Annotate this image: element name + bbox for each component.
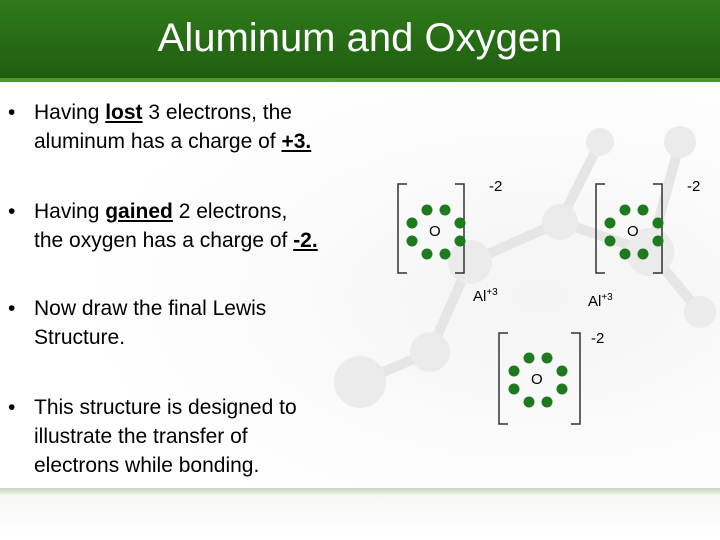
bullet-glyph: • <box>8 200 16 223</box>
footer-area <box>0 494 720 540</box>
aluminum-ion-2: Al+3 <box>588 292 613 310</box>
electron-dot <box>619 204 631 216</box>
electron-dot <box>421 248 433 260</box>
bullet-text-part: 3 electrons, the <box>142 101 292 124</box>
electron-dot <box>541 396 553 408</box>
bullet-glyph: • <box>8 297 16 320</box>
electron-dot <box>637 248 649 260</box>
electron-dot <box>637 204 649 216</box>
title-underline <box>0 78 720 82</box>
electron-dot <box>652 235 664 247</box>
electron-dot <box>604 217 616 229</box>
oxygen-ion-2-brackets <box>595 183 663 274</box>
slide-title: Aluminum and Oxygen <box>157 16 563 60</box>
bullet-text: Having gained 2 electrons, the oxygen ha… <box>34 197 318 255</box>
electron-dot <box>652 217 664 229</box>
electron-dot <box>421 204 433 216</box>
bullet-text-part: illustrate the transfer of <box>34 425 248 448</box>
bullet-text: Now draw the final Lewis Structure. <box>34 294 266 352</box>
title-bar <box>0 0 720 78</box>
bullet-text-part: Having <box>34 101 106 124</box>
bullet-text-part: Having <box>34 200 106 223</box>
electron-dot <box>556 365 568 377</box>
bullet-emphasis: lost <box>105 101 143 124</box>
bullet-text-part: 2 electrons, <box>172 200 288 223</box>
electron-dot <box>454 235 466 247</box>
oxygen-ion-1-brackets <box>397 183 465 274</box>
aluminum-ion-1: Al+3 <box>473 287 498 305</box>
bullet-glyph: • <box>8 101 16 124</box>
electron-dot <box>439 204 451 216</box>
oxygen-charge-1: -2 <box>489 178 503 195</box>
bullet-text: Having lost 3 electrons, the aluminum ha… <box>34 98 311 156</box>
electron-dot <box>556 383 568 395</box>
oxygen-symbol-2: O <box>627 223 639 240</box>
oxygen-charge-2: -2 <box>687 178 701 195</box>
electron-dot <box>454 217 466 229</box>
footer-band <box>0 488 720 494</box>
electron-dot <box>604 235 616 247</box>
electron-dot <box>541 352 553 364</box>
bullet-glyph: • <box>8 396 16 419</box>
electron-dot <box>406 217 418 229</box>
bullet-text-part: This structure is designed to <box>34 396 297 419</box>
aluminum-symbol-2: Al <box>588 293 602 310</box>
bullet-text-part: aluminum has a charge of <box>34 130 282 153</box>
electron-dot <box>523 352 535 364</box>
bullet-emphasis: gained <box>105 200 173 223</box>
bullet-charge: -2. <box>293 229 318 252</box>
electron-dot <box>406 235 418 247</box>
aluminum-charge-2: +3 <box>601 292 613 303</box>
oxygen-symbol-3: O <box>531 371 543 388</box>
oxygen-ion-3-electrons <box>508 352 568 408</box>
oxygen-ion-3-brackets <box>498 332 581 425</box>
bullet-text-part: the oxygen has a charge of <box>34 229 294 252</box>
electron-dot <box>619 248 631 260</box>
aluminum-symbol-1: Al <box>473 288 487 305</box>
bullet-charge: +3. <box>281 130 312 153</box>
oxygen-ion-1-electrons <box>406 204 466 260</box>
electron-dot <box>508 365 520 377</box>
bullet-text: This structure is designed to illustrate… <box>34 393 297 480</box>
oxygen-charge-3: -2 <box>591 330 605 347</box>
oxygen-ion-2-electrons <box>604 204 664 260</box>
aluminum-charge-1: +3 <box>486 287 498 298</box>
electron-dot <box>523 396 535 408</box>
electron-dot <box>439 248 451 260</box>
oxygen-symbol-1: O <box>429 223 441 240</box>
bullet-text-part: Structure. <box>34 326 126 349</box>
bullet-text-part: electrons while bonding. <box>34 454 260 477</box>
bullet-text-part: Now draw the final Lewis <box>34 297 267 320</box>
electron-dot <box>508 383 520 395</box>
